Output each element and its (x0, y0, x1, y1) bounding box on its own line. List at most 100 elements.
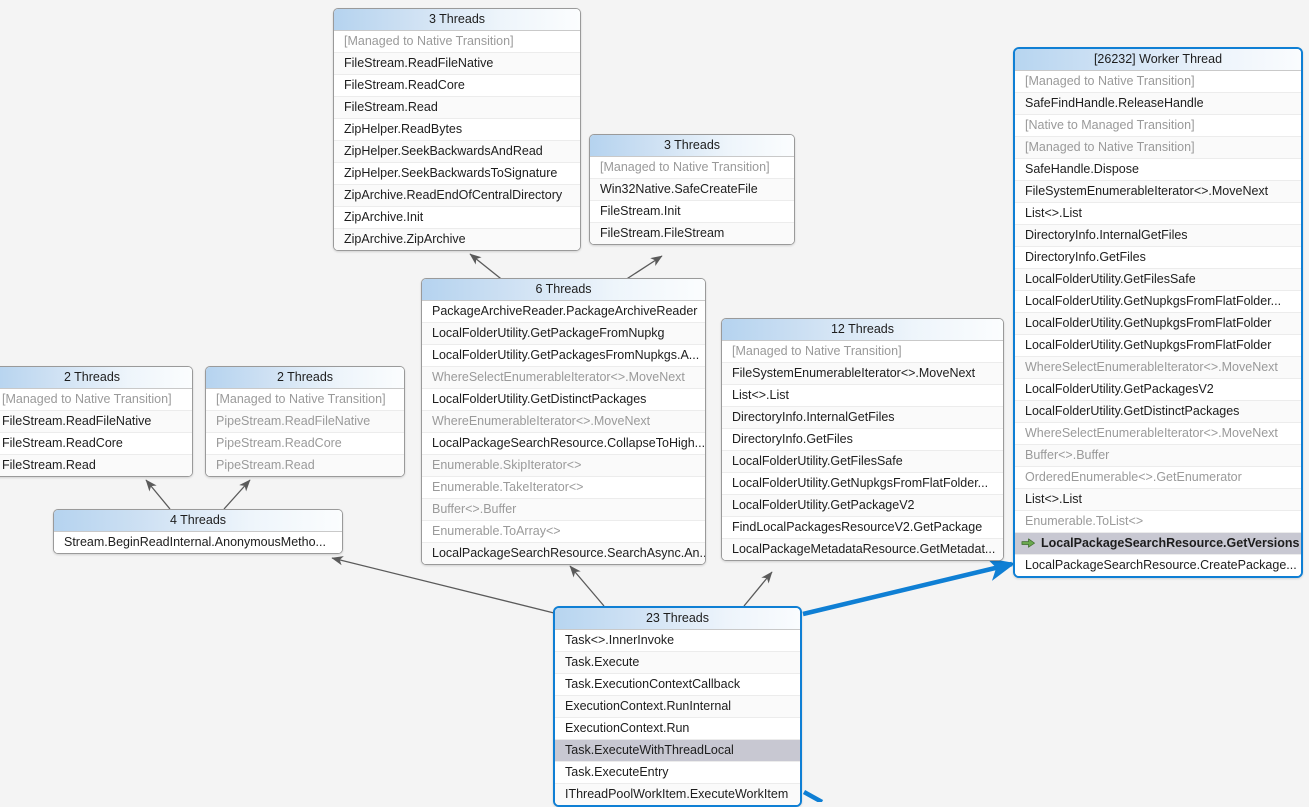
stack-frame-row[interactable]: ZipHelper.SeekBackwardsToSignature (334, 163, 580, 185)
stack-frame-row[interactable]: LocalFolderUtility.GetPackagesV2 (1015, 379, 1301, 401)
stack-frame-label: Task.ExecuteEntry (565, 765, 669, 779)
stack-frame-row[interactable]: ZipArchive.ZipArchive (334, 229, 580, 250)
stack-frame-row[interactable]: [Managed to Native Transition] (0, 389, 192, 411)
stack-frame-row[interactable]: [Managed to Native Transition] (1015, 71, 1301, 93)
stack-frame-row[interactable]: OrderedEnumerable<>.GetEnumerator (1015, 467, 1301, 489)
stack-frame-row[interactable]: DirectoryInfo.InternalGetFiles (1015, 225, 1301, 247)
stack-frame-row[interactable]: WhereEnumerableIterator<>.MoveNext (422, 411, 705, 433)
stack-frame-row[interactable]: LocalFolderUtility.GetFilesSafe (722, 451, 1003, 473)
stack-frame-row[interactable]: ZipArchive.Init (334, 207, 580, 229)
stack-frame-row[interactable]: LocalFolderUtility.GetPackagesFromNupkgs… (422, 345, 705, 367)
stack-frame-row[interactable]: ZipHelper.SeekBackwardsAndRead (334, 141, 580, 163)
stack-frame-row[interactable]: [Managed to Native Transition] (590, 157, 794, 179)
stack-frame-row[interactable]: SafeHandle.Dispose (1015, 159, 1301, 181)
stack-frame-row[interactable]: Task.ExecuteEntry (555, 762, 800, 784)
stack-frame-row[interactable]: PipeStream.Read (206, 455, 404, 476)
stack-frame-row[interactable]: FileSystemEnumerableIterator<>.MoveNext (722, 363, 1003, 385)
stack-node-n_pipe2[interactable]: 2 Threads[Managed to Native Transition]P… (205, 366, 405, 477)
stack-node-header: 4 Threads (54, 510, 342, 532)
stack-frame-row[interactable]: ZipHelper.ReadBytes (334, 119, 580, 141)
stack-node-n_createfile[interactable]: 3 Threads[Managed to Native Transition]W… (589, 134, 795, 245)
stack-node-n_zip[interactable]: 3 Threads[Managed to Native Transition]F… (333, 8, 581, 251)
stack-frame-row[interactable]: FileStream.FileStream (590, 223, 794, 244)
stack-frame-row[interactable]: FileStream.ReadCore (0, 433, 192, 455)
stack-frame-row[interactable]: LocalFolderUtility.GetFilesSafe (1015, 269, 1301, 291)
edge-task-to-worker-selected (802, 558, 1016, 617)
stack-frame-row[interactable]: ExecutionContext.RunInternal (555, 696, 800, 718)
stack-frame-label: FileStream.ReadFileNative (2, 414, 152, 428)
stack-frame-row[interactable]: FileStream.ReadCore (334, 75, 580, 97)
stack-frame-label: LocalPackageSearchResource.GetVersions (1041, 536, 1300, 550)
stack-frame-row[interactable]: Enumerable.ToList<> (1015, 511, 1301, 533)
stack-frame-row[interactable]: Enumerable.TakeIterator<> (422, 477, 705, 499)
stack-frame-row[interactable]: PackageArchiveReader.PackageArchiveReade… (422, 301, 705, 323)
stack-frame-row[interactable]: FileStream.Init (590, 201, 794, 223)
stack-frame-row[interactable]: LocalFolderUtility.GetNupkgsFromFlatFold… (722, 473, 1003, 495)
stack-frame-row[interactable]: [Managed to Native Transition] (722, 341, 1003, 363)
stack-frame-list: [Managed to Native Transition] FileStream… (0, 389, 192, 476)
stack-frame-row[interactable]: Task.Execute (555, 652, 800, 674)
stack-frame-row[interactable]: SafeFindHandle.ReleaseHandle (1015, 93, 1301, 115)
stack-frame-row[interactable]: LocalFolderUtility.GetPackageFromNupkg (422, 323, 705, 345)
stack-frame-row[interactable]: Task.ExecuteWithThreadLocal (555, 740, 800, 762)
stack-frame-label: Task<>.InnerInvoke (565, 633, 675, 647)
stack-frame-row[interactable]: [Managed to Native Transition] (1015, 137, 1301, 159)
stack-frame-row[interactable]: ZipArchive.ReadEndOfCentralDirectory (334, 185, 580, 207)
stack-frame-row[interactable]: FileSystemEnumerableIterator<>.MoveNext (1015, 181, 1301, 203)
stack-frame-label: LocalFolderUtility.GetDistinctPackages (432, 392, 647, 406)
stack-frame-label: PipeStream.ReadCore (216, 436, 342, 450)
stack-frame-row[interactable]: WhereSelectEnumerableIterator<>.MoveNext (422, 367, 705, 389)
stack-frame-row[interactable]: LocalPackageSearchResource.GetVersions (1015, 533, 1301, 555)
stack-frame-row[interactable]: DirectoryInfo.InternalGetFiles (722, 407, 1003, 429)
stack-frame-label: ZipArchive.Init (344, 210, 424, 224)
stack-frame-row[interactable]: LocalFolderUtility.GetNupkgsFromFlatFold… (1015, 291, 1301, 313)
stack-node-n_worker[interactable]: [26232] Worker Thread[Managed to Native … (1013, 47, 1303, 578)
stack-frame-label: PipeStream.Read (216, 458, 315, 472)
stack-frame-row[interactable]: Buffer<>.Buffer (1015, 445, 1301, 467)
stack-frame-row[interactable]: IThreadPoolWorkItem.ExecuteWorkItem (555, 784, 800, 805)
stack-frame-row[interactable]: Task.ExecutionContextCallback (555, 674, 800, 696)
stack-frame-row[interactable]: [Native to Managed Transition] (1015, 115, 1301, 137)
stack-frame-row[interactable]: DirectoryInfo.GetFiles (1015, 247, 1301, 269)
stack-frame-row[interactable]: PipeStream.ReadFileNative (206, 411, 404, 433)
stack-frame-row[interactable]: Stream.BeginReadInternal.AnonymousMetho.… (54, 532, 342, 553)
stack-frame-row[interactable]: LocalFolderUtility.GetDistinctPackages (422, 389, 705, 411)
stack-frame-row[interactable]: FileStream.Read (334, 97, 580, 119)
stack-frame-row[interactable]: DirectoryInfo.GetFiles (722, 429, 1003, 451)
stack-frame-row[interactable]: LocalFolderUtility.GetPackageV2 (722, 495, 1003, 517)
stack-frame-row[interactable]: LocalPackageMetadataResource.GetMetadat.… (722, 539, 1003, 560)
stack-frame-row[interactable]: List<>.List (1015, 203, 1301, 225)
stack-frame-row[interactable]: LocalFolderUtility.GetNupkgsFromFlatFold… (1015, 313, 1301, 335)
stack-frame-row[interactable]: LocalPackageSearchResource.CollapseToHig… (422, 433, 705, 455)
stack-node-n_fs2[interactable]: 2 Threads[Managed to Native Transition]F… (0, 366, 193, 477)
stack-frame-row[interactable]: Enumerable.ToArray<> (422, 521, 705, 543)
stack-frame-row[interactable]: PipeStream.ReadCore (206, 433, 404, 455)
stack-frame-row[interactable]: LocalFolderUtility.GetDistinctPackages (1015, 401, 1301, 423)
stack-frame-row[interactable]: Enumerable.SkipIterator<> (422, 455, 705, 477)
stack-frame-row[interactable]: FindLocalPackagesResourceV2.GetPackage (722, 517, 1003, 539)
stack-frame-row[interactable]: FileStream.Read (0, 455, 192, 476)
stack-frame-row[interactable]: LocalFolderUtility.GetNupkgsFromFlatFold… (1015, 335, 1301, 357)
stack-frame-row[interactable]: Task<>.InnerInvoke (555, 630, 800, 652)
stack-frame-row[interactable]: WhereSelectEnumerableIterator<>.MoveNext (1015, 423, 1301, 445)
stack-frame-row[interactable]: List<>.List (722, 385, 1003, 407)
stack-frame-row[interactable]: List<>.List (1015, 489, 1301, 511)
stack-frame-row[interactable]: Win32Native.SafeCreateFile (590, 179, 794, 201)
stack-frame-row[interactable]: [Managed to Native Transition] (206, 389, 404, 411)
stack-frame-label: ZipHelper.SeekBackwardsAndRead (344, 144, 543, 158)
stack-frame-row[interactable]: Buffer<>.Buffer (422, 499, 705, 521)
edge-task-to-six (569, 565, 605, 607)
stack-frame-row[interactable]: FileStream.ReadFileNative (334, 53, 580, 75)
stack-frame-row[interactable]: LocalPackageSearchResource.CreatePackage… (1015, 555, 1301, 576)
stack-frame-row[interactable]: LocalPackageSearchResource.SearchAsync.A… (422, 543, 705, 564)
stack-frame-row[interactable]: FileStream.ReadFileNative (0, 411, 192, 433)
stack-frame-row[interactable]: WhereSelectEnumerableIterator<>.MoveNext (1015, 357, 1301, 379)
stack-frame-row[interactable]: ExecutionContext.Run (555, 718, 800, 740)
stack-frame-row[interactable]: [Managed to Native Transition] (334, 31, 580, 53)
stack-frame-list: Stream.BeginReadInternal.AnonymousMetho.… (54, 532, 342, 553)
stack-node-n_twelve[interactable]: 12 Threads[Managed to Native Transition]… (721, 318, 1004, 561)
